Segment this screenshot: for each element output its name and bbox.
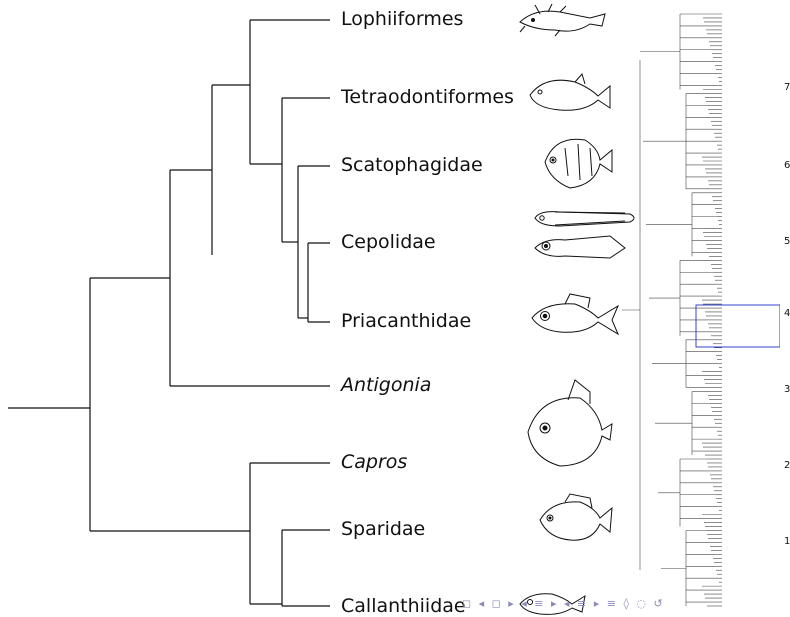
slide-navigation[interactable]: ◻ ◂ ◻ ▸ ◂ ≡ ▸ ◂ ≡ ▸ ≡ ◊ ◌ ↺ <box>462 597 665 610</box>
section-number: 4 <box>784 308 790 319</box>
section-number: 5 <box>784 236 790 247</box>
reference-phylogeny <box>610 10 780 610</box>
boarfish-illustration <box>528 380 612 466</box>
section-number: 3 <box>784 384 790 395</box>
highlighted-clade-box <box>696 305 780 347</box>
scat-illustration <box>545 139 612 188</box>
section-number: 6 <box>784 160 790 171</box>
section-number: 2 <box>784 460 790 471</box>
pufferfish-illustration <box>530 74 610 110</box>
anglerfish-illustration <box>520 4 605 36</box>
seabream-illustration <box>540 494 612 540</box>
section-number: 1 <box>784 536 790 547</box>
bigeye-illustration <box>532 294 618 334</box>
section-number: 7 <box>784 82 790 93</box>
